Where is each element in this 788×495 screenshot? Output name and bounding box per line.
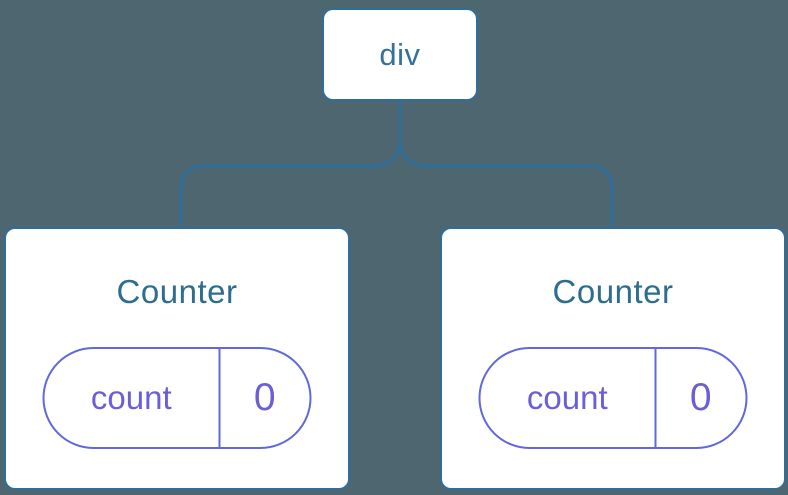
state-value: 0 [218, 349, 309, 447]
state-key-label: count [90, 379, 172, 416]
root-node-div: div [322, 8, 478, 101]
counter-component-card-right: Counter count 0 [440, 227, 786, 490]
state-pill: count 0 [42, 347, 312, 449]
state-pill: count 0 [478, 347, 748, 449]
state-key-label: count [526, 379, 608, 416]
connector-left-branch [179, 101, 402, 226]
component-title: Counter [116, 273, 238, 310]
root-node-label: div [379, 36, 421, 72]
state-value: 0 [654, 349, 745, 447]
component-title: Counter [552, 273, 674, 310]
connector-right-branch [398, 137, 614, 226]
counter-component-card-left: Counter count 0 [4, 227, 350, 490]
